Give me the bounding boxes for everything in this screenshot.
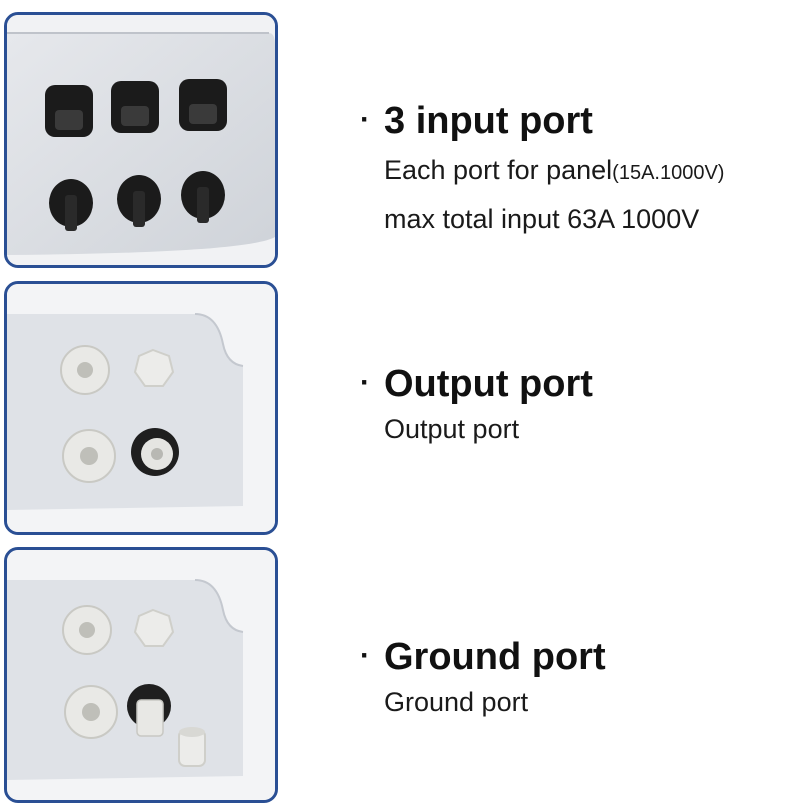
feature-rating: (15A.1000V) xyxy=(612,162,725,184)
mc4-connector-icon xyxy=(45,85,93,137)
cable-gland-black-icon xyxy=(127,684,171,737)
mc4-connector-icon xyxy=(49,179,93,231)
bullet-icon: · xyxy=(360,366,370,399)
feature-title: · Output port xyxy=(360,361,593,406)
feature-input-port: · 3 input port Each port for panel(15A.10… xyxy=(360,98,724,242)
feature-description: Ground port xyxy=(384,687,529,717)
mc4-connector-icon xyxy=(117,175,161,227)
ground-port-photo xyxy=(4,547,278,803)
loose-plug-icon xyxy=(178,727,206,767)
feature-title-text: Ground port xyxy=(384,636,606,678)
cable-gland-icon xyxy=(64,685,118,739)
bullet-icon: · xyxy=(360,639,370,672)
feature-title-text: Output port xyxy=(384,363,593,405)
bullet-icon: · xyxy=(360,103,370,136)
feature-title: · Ground port xyxy=(360,634,606,679)
cable-gland-icon xyxy=(62,429,116,483)
feature-output-port: · Output port Output port xyxy=(360,361,593,452)
mc4-connector-icon xyxy=(179,79,227,131)
feature-title: · 3 input port xyxy=(360,98,724,143)
feature-description: Each port for panel(15A.1000V) xyxy=(384,147,724,196)
mc4-connector-icon xyxy=(181,171,225,223)
cable-gland-black-icon xyxy=(131,428,179,476)
cable-gland-icon xyxy=(62,605,112,655)
feature-description: Output port xyxy=(384,414,520,444)
cable-gland-icon xyxy=(60,345,110,395)
feature-ground-port: · Ground port Ground port xyxy=(360,634,606,725)
output-port-photo xyxy=(4,281,278,535)
input-port-photo xyxy=(4,12,278,268)
feature-description-text: Each port for panel xyxy=(384,155,613,185)
feature-title-text: 3 input port xyxy=(384,100,593,142)
blanking-plug-icon xyxy=(133,608,175,647)
mc4-connector-icon xyxy=(111,81,159,133)
feature-description: max total input 63A 1000V xyxy=(384,204,700,234)
blanking-plug-icon xyxy=(133,348,175,387)
